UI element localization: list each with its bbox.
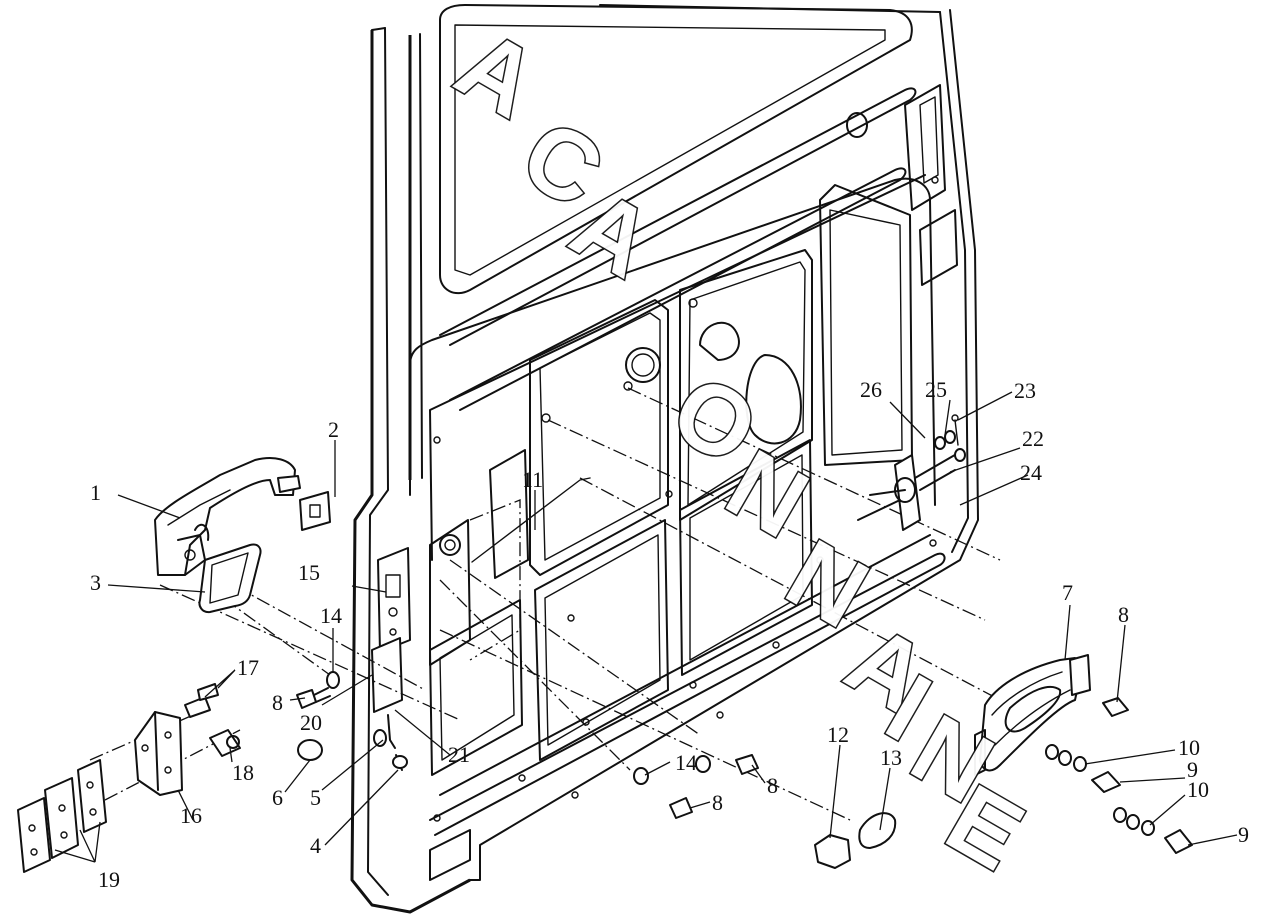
callout-labels: 1 2 3 4 5 6 7 8 8 8 8 9 9 10 10 11 12 13… xyxy=(90,377,1249,892)
callout-14: 14 xyxy=(320,603,342,628)
callout-17: 17 xyxy=(237,655,259,680)
callout-9: 9 xyxy=(1187,757,1198,782)
callout-21: 21 xyxy=(448,742,470,767)
outer-door-handle xyxy=(154,457,301,576)
callout-10: 10 xyxy=(1178,735,1200,760)
callout-5: 5 xyxy=(310,785,321,810)
callout-23: 23 xyxy=(1014,378,1036,403)
callout-6: 6 xyxy=(272,785,283,810)
callout-7: 7 xyxy=(1062,580,1073,605)
callout-11: 11 xyxy=(522,467,543,492)
callout-8: 8 xyxy=(1118,602,1129,627)
callout-24: 24 xyxy=(1020,460,1042,485)
callout-10: 10 xyxy=(1187,777,1209,802)
callout-13: 13 xyxy=(880,745,902,770)
handle-cap xyxy=(299,491,331,531)
callout-4: 4 xyxy=(310,833,321,858)
callout-25: 25 xyxy=(925,377,947,402)
callout-1: 1 xyxy=(90,480,101,505)
callout-14: 14 xyxy=(675,750,697,775)
left-hardware xyxy=(296,671,408,771)
callout-9: 9 xyxy=(1238,822,1249,847)
inner-door-handle xyxy=(974,654,1091,776)
callout-18: 18 xyxy=(232,760,254,785)
callout-26: 26 xyxy=(860,377,882,402)
callout-20: 20 xyxy=(300,710,322,735)
leader-lines xyxy=(54,391,1238,863)
callout-12: 12 xyxy=(827,722,849,747)
handle-gasket xyxy=(198,543,262,614)
watermark-letter: A xyxy=(440,8,556,139)
callout-22: 22 xyxy=(1022,426,1044,451)
striker-assembly xyxy=(17,683,241,873)
door-panel xyxy=(350,4,979,914)
callout-8: 8 xyxy=(767,773,778,798)
callout-8: 8 xyxy=(712,790,723,815)
callout-2: 2 xyxy=(328,417,339,442)
callout-8: 8 xyxy=(272,690,283,715)
remote-latch-mechanism xyxy=(857,414,966,531)
callout-3: 3 xyxy=(90,570,101,595)
callout-19: 19 xyxy=(98,867,120,892)
callout-15: 15 xyxy=(298,560,320,585)
callout-16: 16 xyxy=(180,803,202,828)
